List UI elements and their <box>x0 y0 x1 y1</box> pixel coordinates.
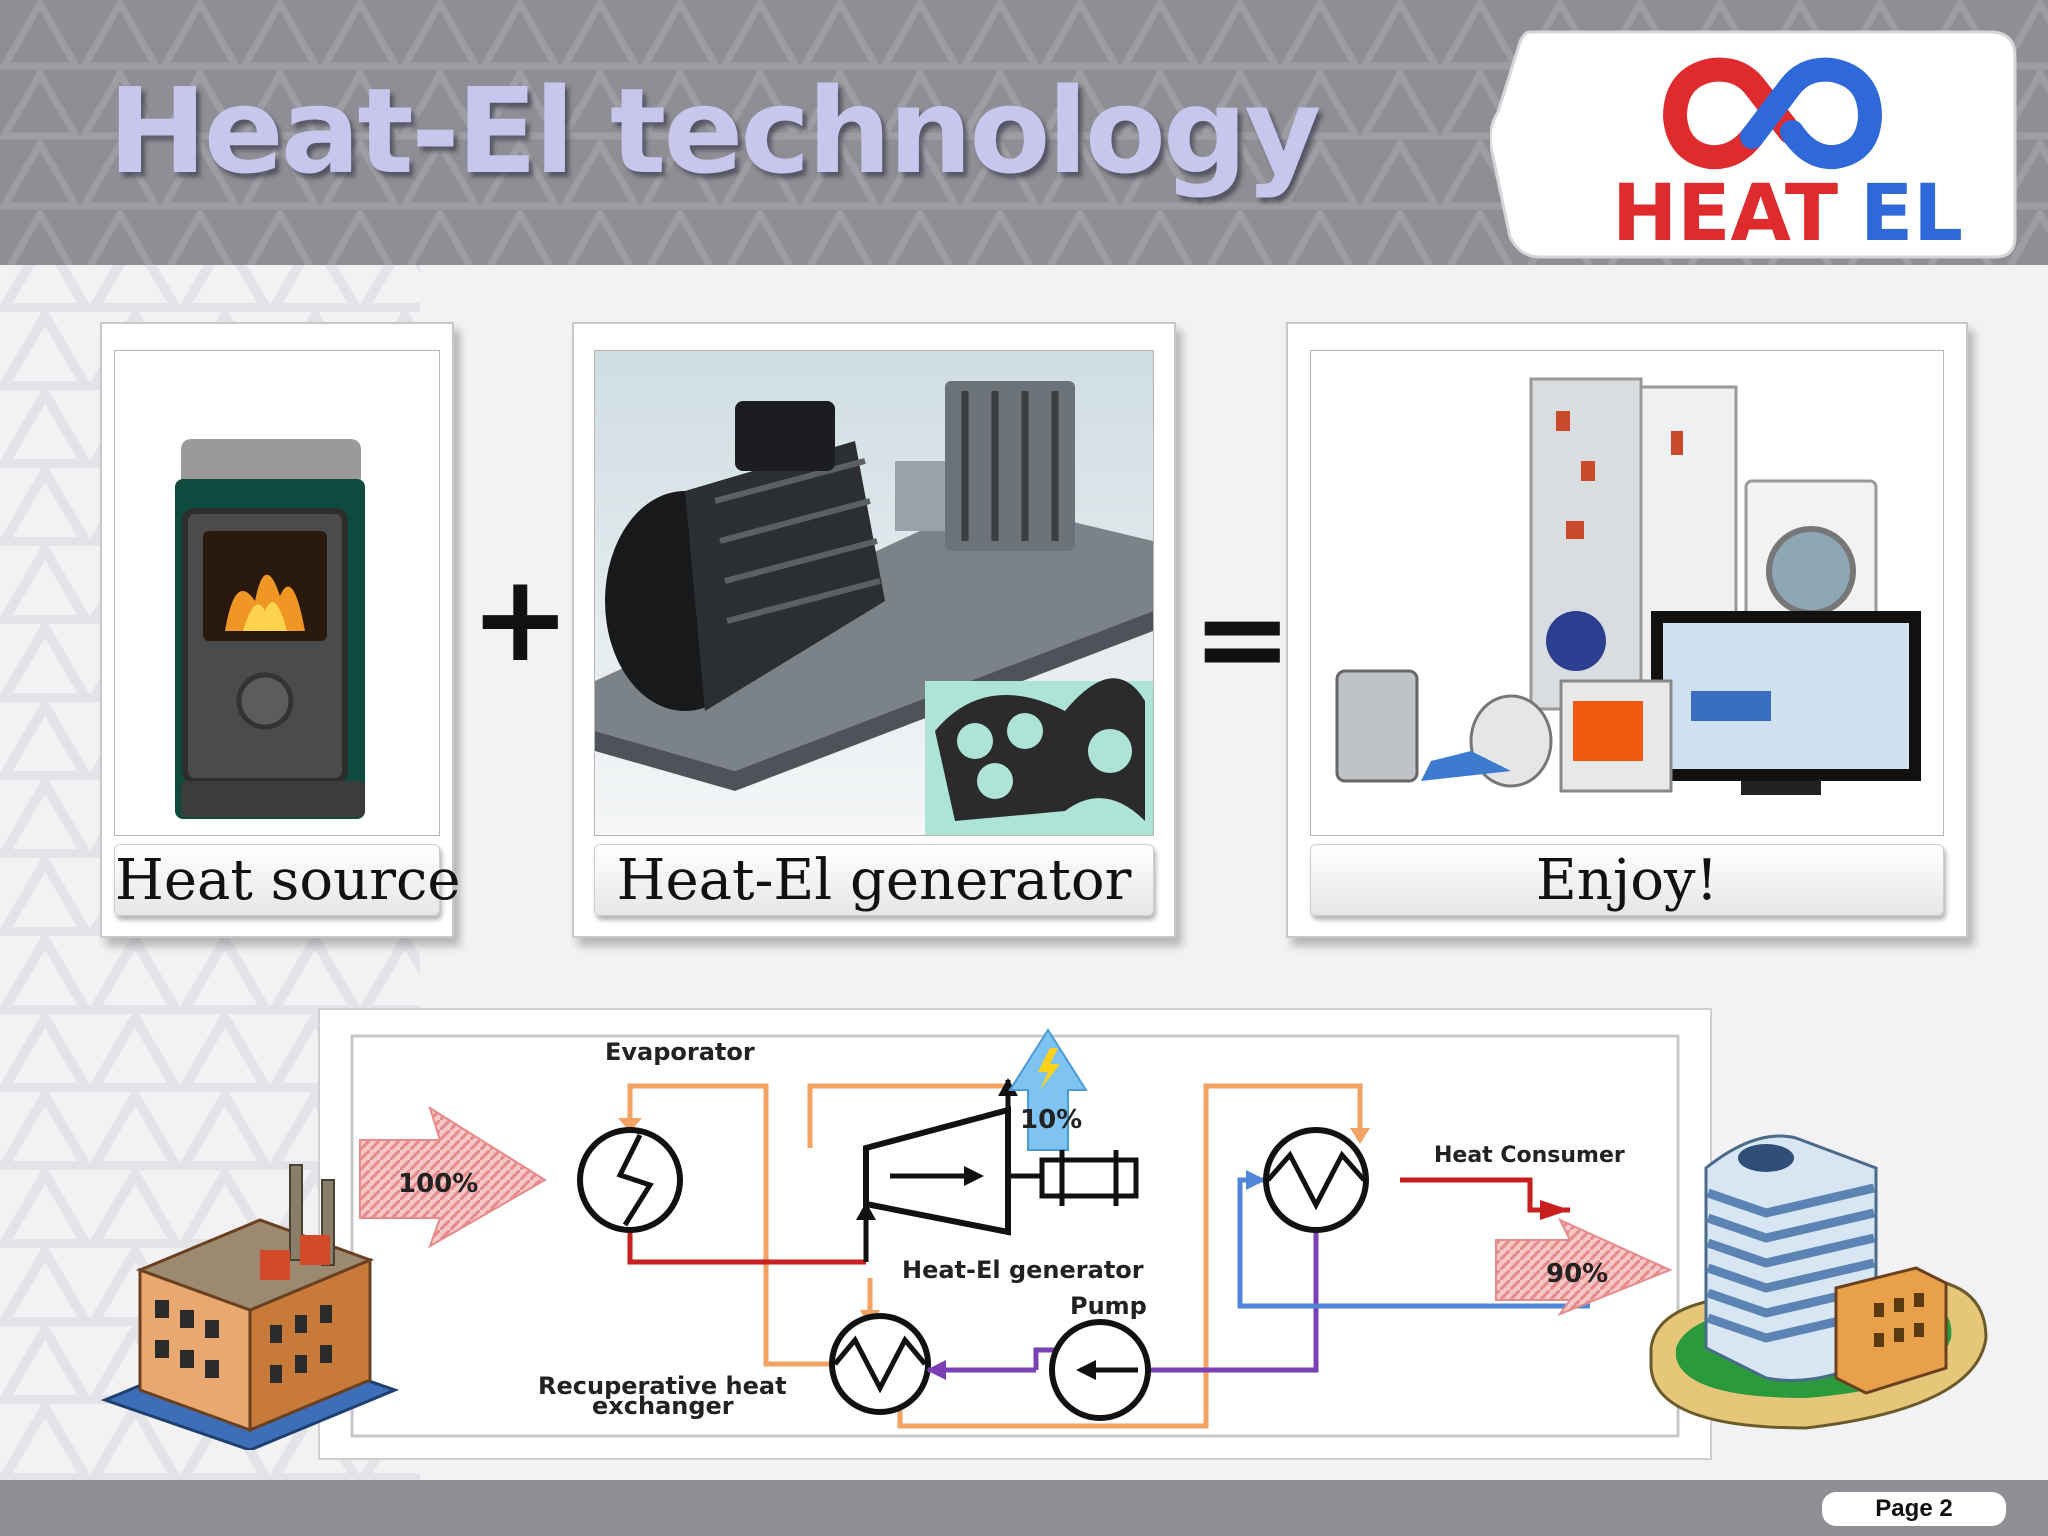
plus-sign: + <box>470 550 571 689</box>
building-icon <box>1649 1134 1988 1430</box>
footer-bar <box>0 1480 2048 1536</box>
electric-percent-label: 10% <box>1020 1105 1082 1135</box>
enjoy-caption: Enjoy! <box>1310 844 1944 916</box>
heat-source-caption: Heat source <box>114 844 460 916</box>
heatel-logo: HEAT EL <box>1488 22 2020 262</box>
electric-output-arrow <box>1008 1028 1088 1151</box>
turbine-symbol <box>856 1078 1040 1262</box>
appliances-image <box>1310 350 1944 836</box>
evaporator-label: Evaporator <box>605 1038 755 1066</box>
equals-sign: = <box>1192 570 1293 709</box>
pump-label: Pump <box>1070 1292 1147 1320</box>
generator-label: Heat-El generator <box>902 1256 1144 1284</box>
pump-symbol <box>1049 1319 1151 1421</box>
heat-consumer-label: Heat Consumer <box>1434 1143 1625 1168</box>
lightning-icon <box>1038 1048 1060 1090</box>
logo-text-el: EL <box>1860 169 1963 259</box>
heat-source-panel: Heat source <box>100 322 460 938</box>
cycle-diagram: 100% Evaporator <box>318 1008 1712 1460</box>
generator-caption: Heat-El generator <box>594 844 1154 916</box>
heat-consumer-symbol <box>1263 1127 1369 1233</box>
recuperative-label-line2: exchanger <box>592 1392 734 1420</box>
input-percent-label: 100% <box>398 1169 478 1199</box>
infinity-icon <box>1662 57 1883 170</box>
generator-symbol <box>1039 1150 1139 1206</box>
recuperative-exchanger-symbol <box>829 1313 931 1415</box>
page-title: Heat-El technology <box>108 62 1321 200</box>
input-arrow <box>359 1105 547 1249</box>
generator-panel: Heat-El generator <box>572 322 1176 938</box>
evaporator-symbol <box>577 1127 683 1233</box>
stove-image <box>114 350 440 836</box>
logo-text-heat: HEAT <box>1612 169 1838 259</box>
output-arrow <box>1495 1217 1673 1317</box>
factory-icon <box>100 1164 400 1450</box>
generator-image <box>594 350 1154 836</box>
output-percent-label: 90% <box>1546 1259 1608 1289</box>
page-number: Page 2 <box>1822 1492 2006 1526</box>
recuperative-label-line1: Recuperative heat <box>538 1372 787 1400</box>
enjoy-panel: Enjoy! <box>1286 322 1968 938</box>
